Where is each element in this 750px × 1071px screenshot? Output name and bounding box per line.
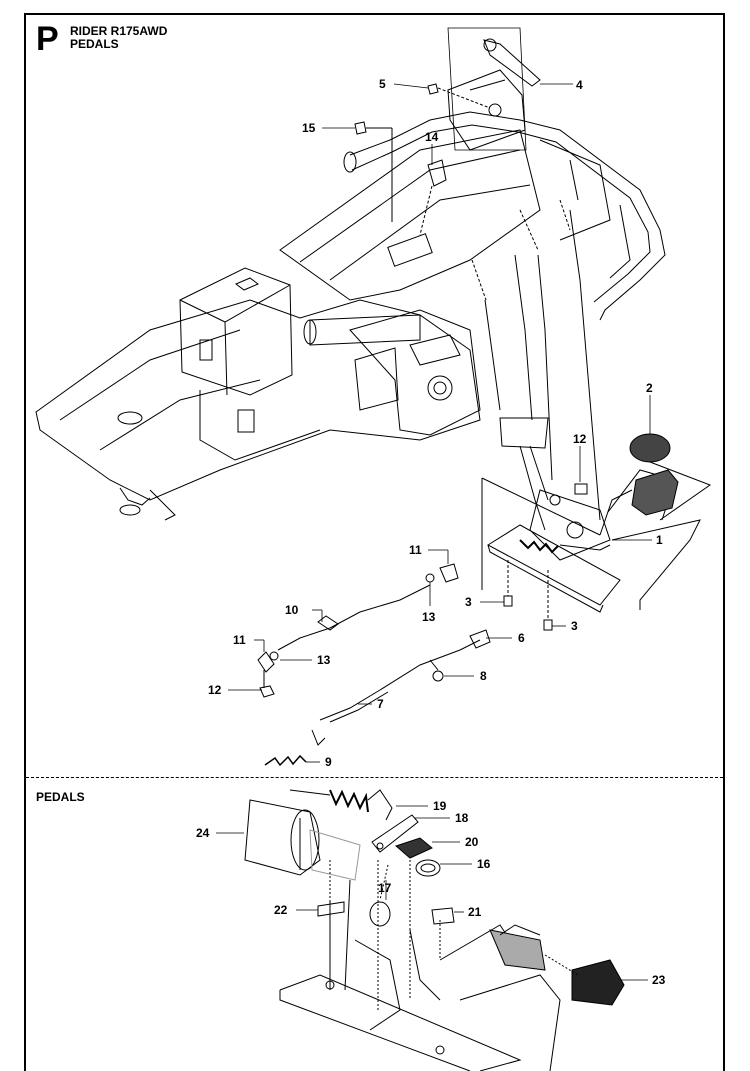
callout-23: 23 [652,973,666,987]
chassis-frame-drawing [35,69,666,521]
callout-17: 17 [378,881,392,895]
callout-7: 7 [377,697,384,711]
callout-6: 6 [518,631,525,645]
lower-callouts: 19 18 24 20 16 17 22 21 23 [196,799,666,987]
callout-11-upper: 11 [409,543,422,557]
callout-24: 24 [196,826,210,840]
callout-15: 15 [302,121,316,135]
callout-12-upper: 12 [573,432,587,446]
diagram-frame [24,13,725,1071]
callout-22: 22 [274,903,288,917]
callout-2: 2 [646,381,653,395]
callout-8: 8 [480,669,487,683]
callout-16: 16 [477,857,491,871]
section-divider [26,777,723,778]
lower-pedal-drawing [244,789,625,1071]
callout-18: 18 [455,811,469,825]
callout-21: 21 [468,905,482,919]
cable-parts-drawing [257,560,553,767]
model-title: RIDER R175AWD [70,24,168,38]
callout-10: 10 [285,603,299,617]
lower-leader-lines [216,805,648,981]
section-letter: P [36,20,59,58]
callout-5: 5 [379,77,386,91]
callout-14: 14 [425,130,439,144]
callout-13-upper: 13 [422,610,436,624]
callout-3-right: 3 [571,619,578,633]
callout-11-lower: 11 [233,633,246,647]
callout-12-lower: 12 [208,683,222,697]
page-title: PEDALS [70,37,119,51]
upper-leader-lines [228,83,652,763]
callout-13-lower: 13 [317,653,331,667]
pedal-assembly-drawing [471,199,712,613]
upper-small-parts [354,27,541,236]
callout-1: 1 [656,533,663,547]
callout-20: 20 [465,835,479,849]
callout-9: 9 [325,755,332,769]
callout-3-left: 3 [465,595,472,609]
callout-19: 19 [433,799,447,813]
lower-section-title: PEDALS [36,790,85,804]
upper-callouts: 5 4 15 14 2 12 1 11 10 13 3 3 11 6 13 8 … [208,77,663,769]
callout-4: 4 [576,78,583,92]
